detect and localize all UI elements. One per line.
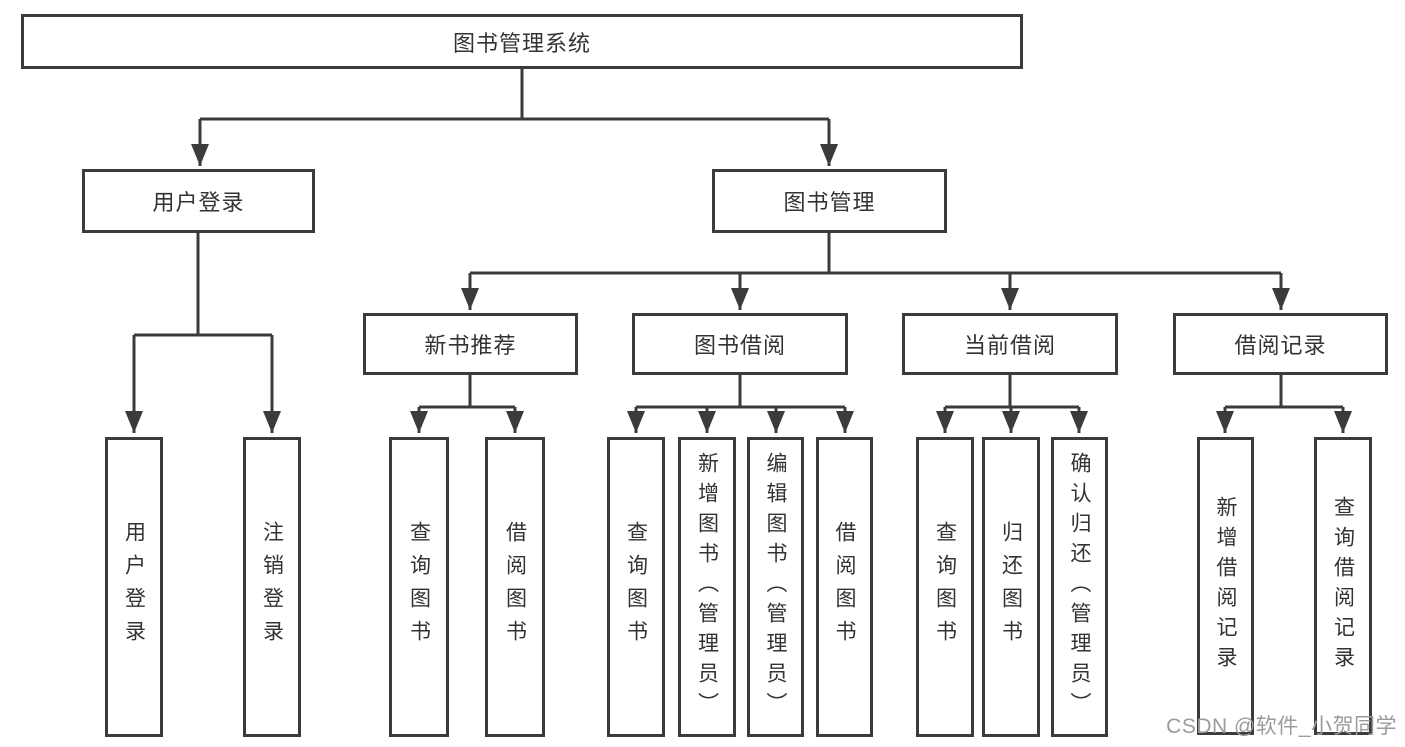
connector-book-mgmt (470, 233, 1281, 275)
connector-root (200, 69, 829, 121)
node-label: 图书管理 (783, 190, 876, 215)
connector-new-book-rec (419, 375, 515, 409)
node-label: 查询图书 (624, 521, 648, 653)
node-user-login: 用户登录 (82, 169, 315, 233)
node-label: 借阅图书 (833, 521, 856, 653)
node-leaf-query-borrow-record: 查询借阅记录 (1314, 437, 1372, 735)
connector-borrow-records (1225, 375, 1343, 409)
node-label: 图书借阅 (693, 333, 786, 358)
node-leaf-edit-book: 编辑图书（管理员） (747, 437, 804, 737)
node-leaf-query-book-current: 查询图书 (916, 437, 974, 737)
node-leaf-query-book-borrow: 查询图书 (607, 437, 665, 737)
connector-book-borrow (636, 375, 845, 409)
node-book-mgmt: 图书管理 (712, 169, 947, 233)
node-new-book-rec: 新书推荐 (363, 313, 578, 375)
node-root: 图书管理系统 (21, 14, 1023, 69)
node-label: 注销登录 (260, 521, 284, 653)
node-label: 确认归还（管理员） (1068, 452, 1091, 722)
node-label: 借阅记录 (1234, 333, 1327, 358)
node-label: 借阅图书 (503, 521, 527, 653)
node-leaf-logout: 注销登录 (243, 437, 301, 737)
node-current-borrow: 当前借阅 (902, 313, 1118, 375)
connector-current-borrow (945, 375, 1079, 409)
node-label: 查询图书 (407, 521, 431, 653)
node-label: 当前借阅 (963, 333, 1056, 358)
node-label: 用户登录 (152, 190, 245, 215)
node-leaf-confirm-return: 确认归还（管理员） (1051, 437, 1108, 737)
watermark: CSDN @软件_小贺同学 (1166, 715, 1397, 738)
node-label: 新书推荐 (424, 333, 517, 358)
node-leaf-query-book-rec: 查询图书 (389, 437, 449, 737)
node-label: 归还图书 (999, 521, 1023, 653)
node-label: 查询借阅记录 (1331, 496, 1355, 676)
node-label: 图书管理系统 (452, 30, 591, 56)
node-leaf-add-borrow-record: 新增借阅记录 (1197, 437, 1254, 735)
node-label: 用户登录 (122, 521, 146, 653)
node-borrow-records: 借阅记录 (1173, 313, 1388, 375)
node-leaf-borrow-book-rec: 借阅图书 (485, 437, 545, 737)
node-leaf-borrow-book-borrow: 借阅图书 (816, 437, 873, 737)
node-label: 查询图书 (933, 521, 957, 653)
connector-user-login (134, 233, 272, 337)
node-leaf-add-book: 新增图书（管理员） (678, 437, 736, 737)
node-label: 新增图书（管理员） (695, 452, 719, 722)
node-label: 新增借阅记录 (1214, 496, 1237, 676)
node-label: 编辑图书（管理员） (764, 452, 787, 722)
node-book-borrow: 图书借阅 (632, 313, 848, 375)
node-leaf-user-login: 用户登录 (105, 437, 163, 737)
node-leaf-return-book: 归还图书 (982, 437, 1040, 737)
